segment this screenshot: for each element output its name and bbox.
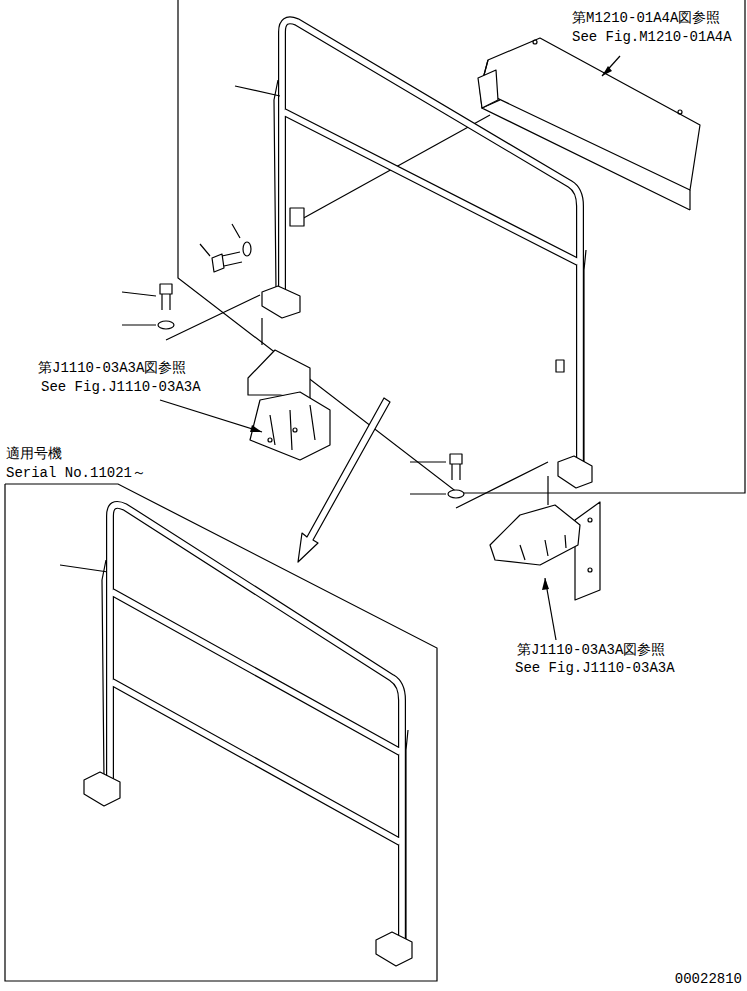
leader-arrowhead xyxy=(602,66,612,76)
applicability-frame: 適用号機Serial No.11021～ xyxy=(0,445,442,987)
drawing-number: 00022810 xyxy=(674,970,743,988)
reference-note: 第J1110-03A3A図参照 xyxy=(516,641,666,659)
inset-frame xyxy=(178,0,745,493)
applicability-note: 適用号機 xyxy=(5,445,63,463)
frame-outline xyxy=(5,484,437,981)
handrail xyxy=(84,505,412,966)
bolts xyxy=(60,86,548,572)
reference-note: 第J1110-03A3A図参照 xyxy=(37,359,187,377)
reference-note: See Fig.J1110-03A3A xyxy=(40,378,202,396)
applicability-note: Serial No.11021～ xyxy=(5,464,147,482)
handrail xyxy=(262,20,592,488)
bracket xyxy=(490,502,600,600)
leader-line xyxy=(602,56,620,76)
reference-note: See Fig.M1210-01A4A xyxy=(571,28,733,46)
step-plate xyxy=(478,38,700,210)
leader-arrowhead xyxy=(542,578,549,590)
reference-note: See Fig.J1110-03A3A xyxy=(514,659,676,677)
direction-arrow xyxy=(298,398,390,562)
reference-note: 第M1210-01A4A図参照 xyxy=(571,9,721,27)
bracket xyxy=(248,350,330,460)
leader-arrowhead xyxy=(250,425,262,432)
leader-line xyxy=(160,400,262,432)
frame-outline xyxy=(0,445,442,987)
